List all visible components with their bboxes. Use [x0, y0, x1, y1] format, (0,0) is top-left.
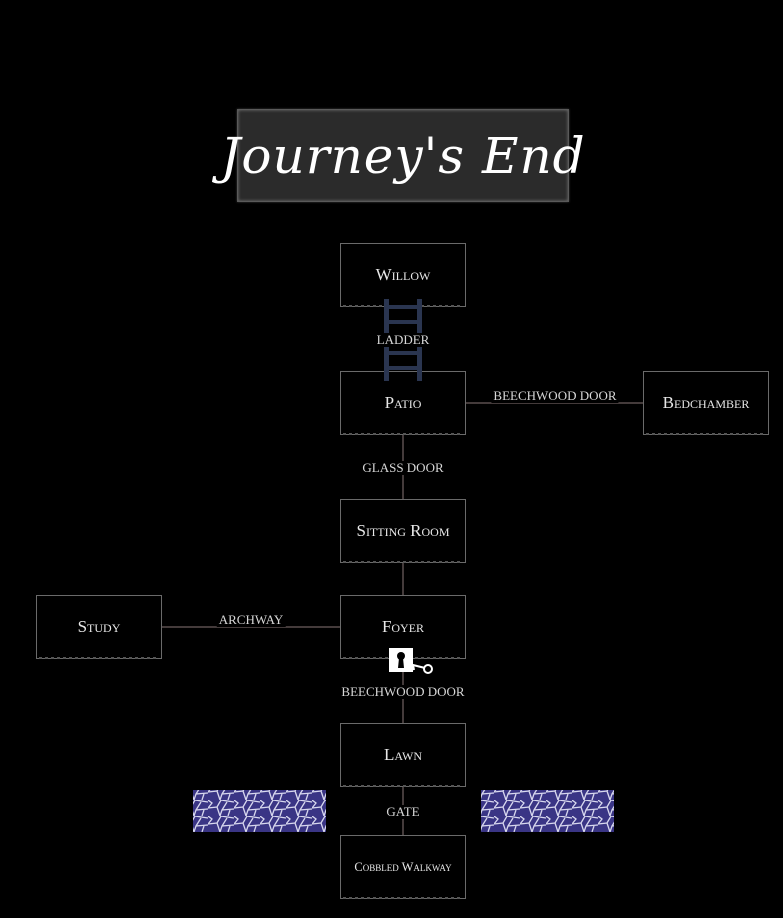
room-label-sitting-room: Sitting Room	[356, 521, 450, 540]
room-lawn[interactable]: Lawn	[340, 723, 466, 787]
room-patio[interactable]: Patio	[340, 371, 466, 435]
room-label-foyer: Foyer	[381, 617, 425, 636]
room-label-willow: Willow	[375, 265, 431, 284]
connection-label-glass-door: GLASS DOOR	[360, 460, 446, 475]
room-sitting-room[interactable]: Sitting Room	[340, 499, 466, 563]
lock-and-key-icon	[389, 648, 433, 674]
map-title: Journey's End	[220, 126, 586, 185]
room-bedchamber[interactable]: Bedchamber	[643, 371, 769, 435]
room-label-lawn: Lawn	[383, 745, 423, 764]
room-label-bedchamber: Bedchamber	[662, 393, 750, 412]
room-label-cobbled-walkway: Cobbled Walkway	[354, 859, 452, 874]
room-label-patio: Patio	[384, 393, 422, 412]
stone-wall-icon-left	[193, 790, 326, 832]
room-willow[interactable]: Willow	[340, 243, 466, 307]
connection-label-archway: ARCHWAY	[216, 612, 286, 627]
room-study[interactable]: Study	[36, 595, 162, 659]
title-banner: Journey's End	[220, 109, 585, 202]
connection-label-beechwood-door-east: BEECHWOOD DOOR	[491, 388, 619, 403]
connection-label-ladder: LADDER	[374, 332, 432, 347]
room-label-study: Study	[77, 617, 121, 636]
room-cobbled-walkway[interactable]: Cobbled Walkway	[340, 835, 466, 899]
connection-label-beechwood-door-south: BEECHWOOD DOOR	[339, 684, 467, 699]
connection-label-gate: GATE	[384, 804, 422, 819]
stone-wall-icon-right	[481, 790, 614, 832]
